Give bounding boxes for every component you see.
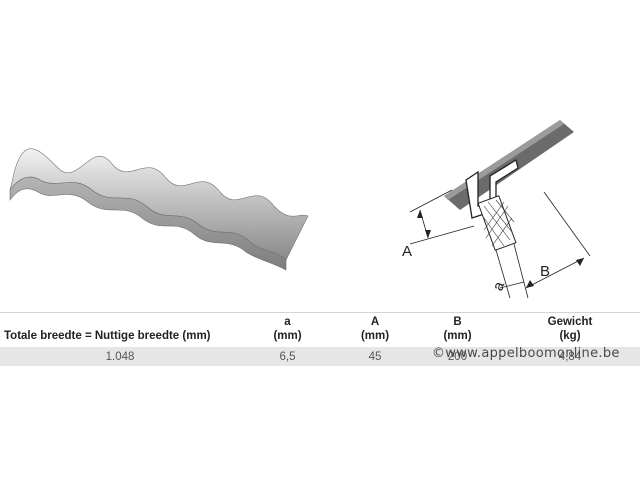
header-total-width: Totale breedte = Nuttige breedte (mm) [0, 312, 240, 347]
specification-table: Totale breedte = Nuttige breedte (mm) a … [0, 312, 640, 366]
dimension-label-B: B [540, 263, 550, 280]
dimension-label-A: A [402, 243, 412, 260]
watermark: ©www.appelboomonline.be [432, 346, 620, 361]
cell-A: 45 [335, 347, 415, 366]
cell-total-width: 1.048 [0, 347, 240, 366]
table-row: 1.048 6,5 45 200 4,84 [0, 347, 640, 366]
dimension-diagram: A a B [402, 120, 591, 299]
cell-weight: 4,84 [500, 347, 640, 366]
cell-B: 200 [415, 347, 500, 366]
strip-top-surface [9, 148, 309, 261]
foam-filler [477, 195, 517, 251]
corrugated-strip-illustration [9, 148, 309, 271]
header-a: a (mm) [240, 312, 335, 347]
header-B: B (mm) [415, 312, 500, 347]
header-weight: Gewicht (kg) [500, 312, 640, 347]
header-A: A (mm) [335, 312, 415, 347]
cell-a: 6,5 [240, 347, 335, 366]
table-header-row: Totale breedte = Nuttige breedte (mm) a … [0, 312, 640, 347]
dimension-label-a: a [489, 279, 508, 293]
strip-front-side [9, 176, 287, 271]
